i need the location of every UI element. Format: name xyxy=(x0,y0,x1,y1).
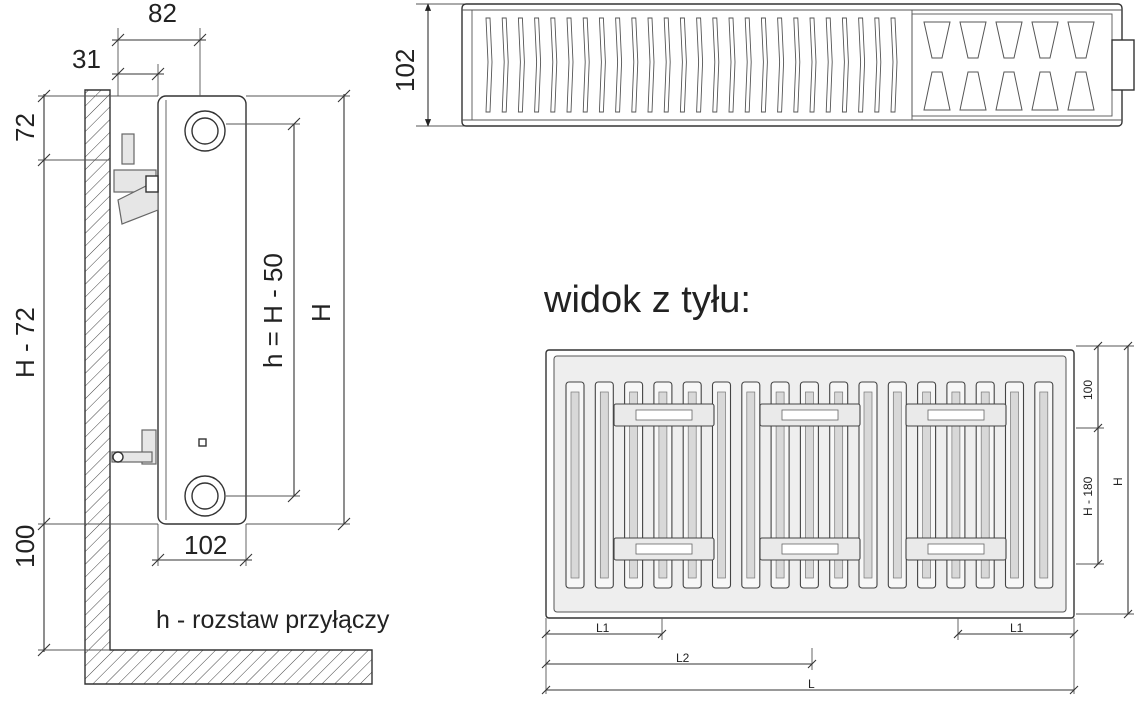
fin-icon xyxy=(712,17,720,113)
corrugation-icon xyxy=(1067,21,1095,59)
back-dim-l1-left: L1 xyxy=(596,621,610,635)
fin-icon xyxy=(760,17,768,113)
caption-connection-spacing: h - rozstaw przyłączy xyxy=(156,606,390,634)
dim-depth-total: 82 xyxy=(148,0,177,28)
corrugation-icon xyxy=(995,71,1023,111)
back-dim-top: 100 xyxy=(1081,380,1095,400)
fin-icon xyxy=(777,17,785,113)
corrugation-icon xyxy=(995,21,1023,59)
fin-icon xyxy=(582,17,590,113)
dim-bottom-depth: 102 xyxy=(184,530,227,560)
wall xyxy=(84,89,373,685)
top-body-outline xyxy=(461,3,1123,127)
fin-icon xyxy=(631,17,639,113)
dim-wall-offset: 31 xyxy=(72,44,101,74)
dimension-lines xyxy=(37,28,351,657)
corrugation-icon xyxy=(959,71,987,111)
back-panel-brackets xyxy=(613,403,1007,561)
dim-connection: h = H - 50 xyxy=(258,253,288,368)
back-panel-channels xyxy=(565,381,1054,589)
fin-icon xyxy=(615,17,623,113)
fin-icon xyxy=(809,17,817,113)
fin-icon xyxy=(517,17,525,113)
dim-bottom: 100 xyxy=(10,525,40,568)
back-dim-l: L xyxy=(808,677,815,691)
fin-icon xyxy=(728,17,736,113)
fin-icon xyxy=(566,17,574,113)
fin-icon xyxy=(696,17,704,113)
back-dim-l2: L2 xyxy=(676,651,690,665)
corrugation-icon xyxy=(923,71,951,111)
fin-icon xyxy=(825,17,833,113)
dim-height-minus: H - 72 xyxy=(10,307,40,378)
top-connection-stub xyxy=(1111,39,1135,91)
corrugation-icon xyxy=(1067,71,1095,111)
dim-height: H xyxy=(306,303,336,322)
corrugation-icon xyxy=(959,21,987,59)
lower-connection-icon xyxy=(184,475,226,517)
back-view-heading: widok z tyłu: xyxy=(543,279,751,321)
fin-icon xyxy=(663,17,671,113)
fin-icon xyxy=(679,17,687,113)
fin-icon xyxy=(598,17,606,113)
side-view: 82 31 72 H - 72 100 h = H - 50 H 102 h -… xyxy=(10,0,390,685)
back-dim-middle: H - 180 xyxy=(1081,476,1095,516)
fin-icon xyxy=(874,17,882,113)
top-convector-fins xyxy=(485,17,898,113)
upper-bracket-icon xyxy=(113,133,159,225)
top-dim-depth: 102 xyxy=(390,49,420,92)
back-dim-l1-right: L1 xyxy=(1010,621,1024,635)
fin-icon xyxy=(550,17,558,113)
vent-square-icon xyxy=(198,438,207,447)
corrugation-icon xyxy=(1031,21,1059,59)
corrugation-icon xyxy=(923,21,951,59)
top-panel-profile xyxy=(923,21,1095,111)
fin-icon xyxy=(647,17,655,113)
corrugation-icon xyxy=(1031,71,1059,111)
upper-connection-icon xyxy=(184,110,226,152)
lower-bracket-icon xyxy=(111,429,157,465)
fin-icon xyxy=(501,17,509,113)
back-view: widok z tyłu: 100 H - 180 H xyxy=(541,279,1134,695)
fin-icon xyxy=(858,17,866,113)
fin-icon xyxy=(744,17,752,113)
fin-icon xyxy=(841,17,849,113)
back-dim-height: H xyxy=(1111,477,1125,486)
fin-icon xyxy=(485,17,493,113)
fin-icon xyxy=(534,17,542,113)
top-view: 102 xyxy=(390,3,1135,127)
radiator-side-body xyxy=(157,95,247,525)
dimension-ticks xyxy=(541,629,1079,695)
fin-icon xyxy=(793,17,801,113)
dim-top: 72 xyxy=(10,113,40,142)
fin-icon xyxy=(890,17,898,113)
